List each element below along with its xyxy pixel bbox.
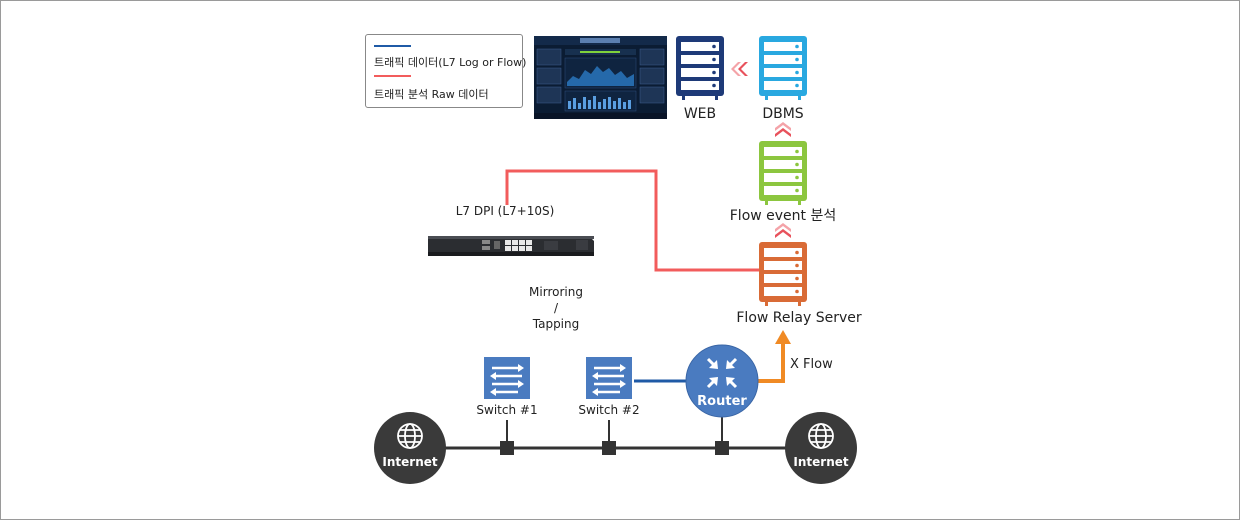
internet-right-icon xyxy=(785,412,857,484)
xflow-label: X Flow xyxy=(790,357,833,372)
monitoring-dashboard xyxy=(534,36,667,119)
legend-swatch-raw-data xyxy=(374,75,411,77)
internet-left-icon xyxy=(374,412,446,484)
mirroring-label-line1: Mirroring xyxy=(529,285,583,299)
switch1-label: Switch #1 xyxy=(476,403,537,417)
relay-label: Flow Relay Server xyxy=(736,310,861,326)
dpi-appliance-icon xyxy=(428,236,594,256)
dpi-label: L7 DPI (L7+10S) xyxy=(456,204,555,218)
web-label: WEB xyxy=(684,106,716,122)
mirroring-label-line2: / xyxy=(554,301,559,315)
legend: 트래픽 데이터(L7 Log or Flow) 트래픽 분석 Raw 데이터 xyxy=(365,34,527,108)
dpi-relay-link xyxy=(505,169,762,272)
dbms-label: DBMS xyxy=(762,106,803,122)
tap-point-1 xyxy=(500,441,514,455)
relay-server-icon xyxy=(759,242,807,306)
internet-right-label: Internet xyxy=(793,455,848,469)
switch2-icon xyxy=(586,357,632,399)
tap-point-3 xyxy=(715,441,729,455)
flow-to-dbms-arrow xyxy=(775,122,791,137)
internet-left-label: Internet xyxy=(382,455,437,469)
legend-label-traffic-data: 트래픽 데이터(L7 Log or Flow) xyxy=(374,56,527,69)
router-label: Router xyxy=(697,394,747,409)
switch2-label: Switch #2 xyxy=(578,403,639,417)
switch1-icon xyxy=(484,357,530,399)
web-server-icon xyxy=(676,36,724,100)
legend-label-raw-data: 트래픽 분석 Raw 데이터 xyxy=(374,88,489,101)
tap-point-2 xyxy=(602,441,616,455)
dbms-to-web-arrow xyxy=(731,62,748,76)
router-icon xyxy=(685,344,759,418)
relay-to-flow-arrow xyxy=(775,223,791,238)
xflow-arrow xyxy=(756,342,785,383)
xflow-arrow-head xyxy=(775,330,791,344)
legend-swatch-traffic-data xyxy=(374,45,411,47)
flow-event-label: Flow event 분석 xyxy=(730,208,837,224)
flow-event-server-icon xyxy=(759,141,807,205)
mirroring-label-line3: Tapping xyxy=(532,317,580,331)
dbms-server-icon xyxy=(759,36,807,100)
